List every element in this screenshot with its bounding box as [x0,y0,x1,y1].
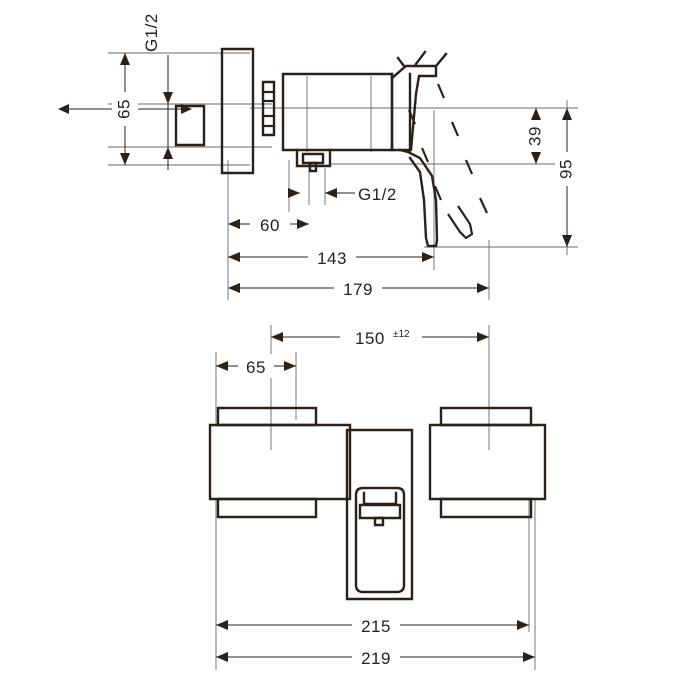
dim-179-horizontal: 179 [228,276,489,300]
side-view-group: 65 65 G1/2 39 [58,13,579,300]
dim-65-horizontal: 65 [216,354,296,378]
dim-39-vertical: 39 [524,108,548,164]
dim-215-horizontal-label: 215 [361,617,391,636]
dim-150-horizontal-label: 150 [355,329,385,348]
dim-60-horizontal-label: 60 [260,216,280,235]
thread-callout-top: G1/2 [142,13,173,170]
thread-callout-bottom-label: G1/2 [358,185,397,204]
dim-179-horizontal-label: 179 [343,280,373,299]
dim-150-tolerance-label: ±12 [393,329,410,340]
lever-alternate-position [407,83,488,240]
thread-callout-top-label: G1/2 [142,13,161,52]
dim-150-horizontal: 150 ±12 [271,325,489,349]
dim-219-horizontal: 219 [216,645,535,669]
thread-callout-bottom: G1/2 [288,185,397,204]
dim-65-horizontal-label: 65 [246,358,266,377]
front-view-extension-lines [215,325,536,670]
dim-39-vertical-label: 39 [525,126,544,146]
dim-65-vertical-text: 65 [114,99,133,119]
dim-215-horizontal: 215 [216,613,529,637]
mixer-front-outline [208,406,547,601]
dim-143-horizontal-label: 143 [317,249,347,268]
mixer-side-outline [174,47,448,248]
dim-95-vertical: 95 [555,108,579,247]
dim-143-horizontal: 143 [228,245,434,269]
dim-65-arrowheads: 65 [112,53,138,165]
dim-219-horizontal-label: 219 [361,649,391,668]
dim-95-vertical-label: 95 [556,159,575,179]
dim-60-horizontal: 60 [228,212,309,236]
front-view-group: 150 ±12 65 [208,325,547,670]
